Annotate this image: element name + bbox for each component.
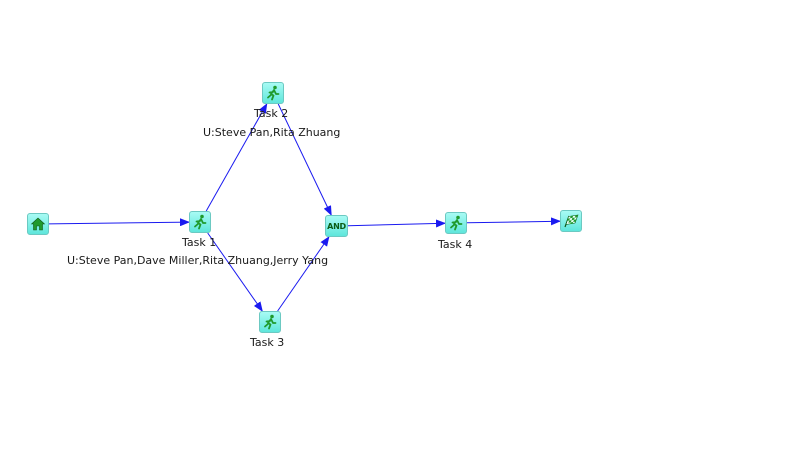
start-node[interactable] xyxy=(27,213,49,235)
task-node-task2[interactable] xyxy=(262,82,284,104)
and-join-node[interactable]: AND xyxy=(325,215,348,237)
task-label-task1: Task 1 xyxy=(182,236,217,249)
end-node[interactable] xyxy=(560,210,582,232)
runner-icon xyxy=(448,215,464,231)
edge-task2-to-and xyxy=(277,103,332,216)
edge-task1-to-task2 xyxy=(205,103,268,212)
edge-task4-to-end xyxy=(466,217,561,226)
task-users-task2: U:Steve Pan,Rita Zhuang xyxy=(203,126,341,139)
task-label-task4: Task 4 xyxy=(438,238,473,251)
runner-icon xyxy=(192,214,208,230)
home-icon xyxy=(30,216,46,232)
edge-task1-to-task3 xyxy=(207,232,263,312)
runner-icon xyxy=(262,314,278,330)
runner-icon xyxy=(265,85,281,101)
task-label-task2: Task 2 xyxy=(254,107,289,120)
edge-start-to-task1 xyxy=(48,218,190,227)
edge-task3-to-and xyxy=(277,236,330,312)
and-label: AND xyxy=(327,221,346,231)
task-node-task1[interactable] xyxy=(189,211,211,233)
task-node-task3[interactable] xyxy=(259,311,281,333)
edge-and-to-task4 xyxy=(347,219,446,228)
task-users-task1: U:Steve Pan,Dave Miller,Rita Zhuang,Jerr… xyxy=(67,254,329,267)
task-node-task4[interactable] xyxy=(445,212,467,234)
task-label-task3: Task 3 xyxy=(250,336,285,349)
checkered-flag-icon xyxy=(562,213,580,229)
